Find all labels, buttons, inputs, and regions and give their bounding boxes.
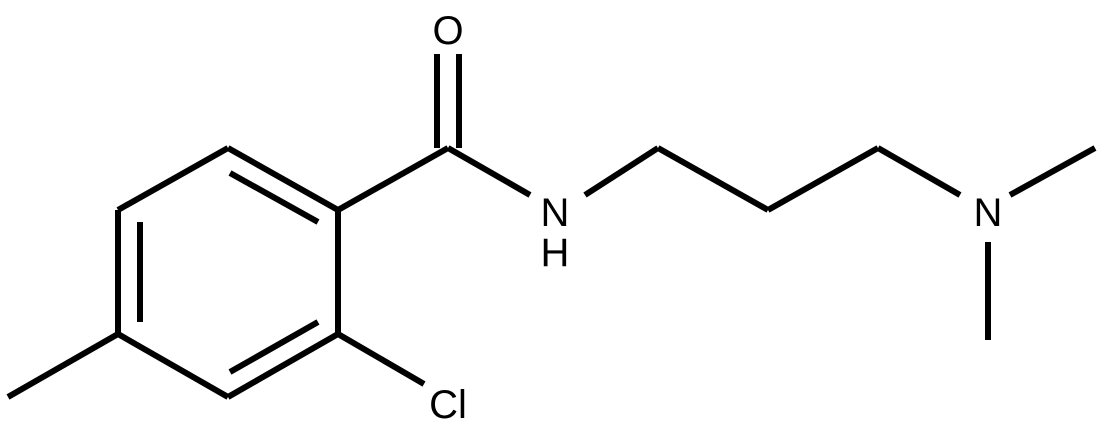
atom-labels: O N H N Cl [429, 9, 1002, 427]
amide-nitrogen-label: N [541, 191, 570, 235]
oxygen-label: O [432, 9, 463, 53]
bond-ring-inner-2 [228, 170, 320, 225]
bond-ring-5 [116, 145, 230, 213]
bond-ring-chlorine [336, 331, 426, 387]
bond-chain-amine [876, 145, 962, 198]
bond-ring-4 [226, 145, 340, 213]
bond-amine-methyl-1 [1008, 145, 1097, 198]
bond-carbonyl-nitrogen [446, 145, 532, 198]
bond-nitrogen-chain-1 [583, 145, 660, 198]
bond-ring-2 [226, 331, 340, 400]
bond-ring-carbonyl [336, 145, 450, 213]
amine-nitrogen-label: N [974, 191, 1003, 235]
bond-ring-inner-3 [228, 319, 320, 375]
amide-hydrogen-label: H [541, 231, 570, 275]
bonds [6, 54, 1097, 400]
bond-chain-2 [656, 145, 770, 213]
bond-chain-3 [766, 145, 880, 213]
chlorine-label: Cl [429, 383, 467, 427]
bond-methyl-ring [6, 331, 120, 400]
bond-ring-1 [116, 331, 230, 400]
